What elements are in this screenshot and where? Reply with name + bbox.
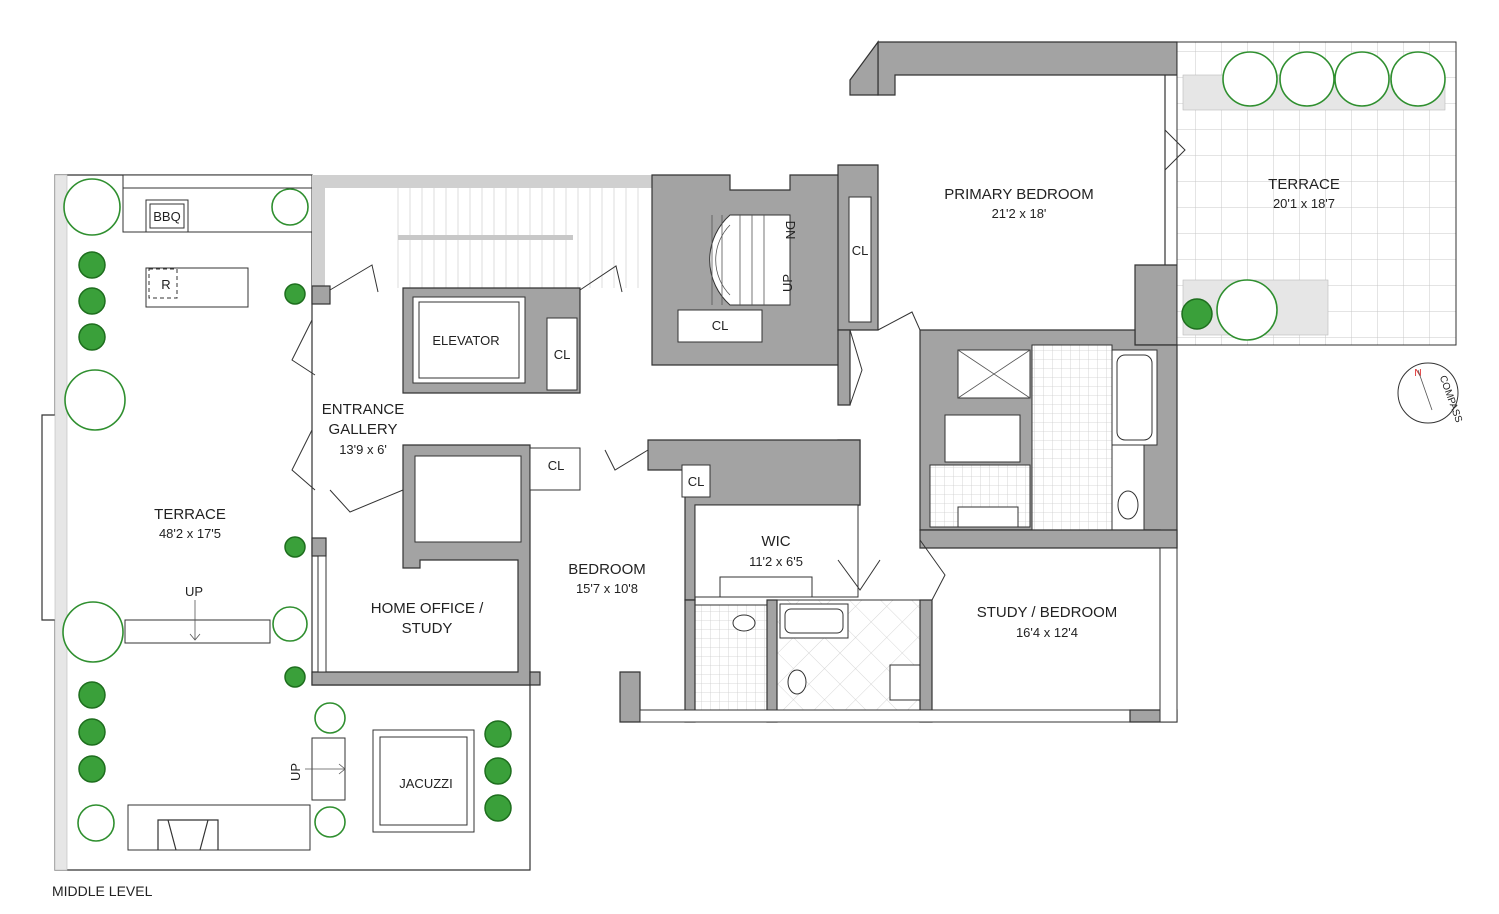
wic-size: 11'2 x 6'5 bbox=[749, 554, 803, 569]
primary-closet-label: CL bbox=[852, 243, 869, 258]
terrace-left-size: 48'2 x 17'5 bbox=[159, 526, 221, 541]
stair-closet-label: CL bbox=[712, 318, 729, 333]
bedroom-size: 15'7 x 10'8 bbox=[576, 581, 638, 596]
wic-name: WIC bbox=[761, 533, 790, 550]
doors bbox=[291, 129, 1186, 601]
secondary-baths bbox=[694, 599, 923, 711]
main-stair bbox=[312, 175, 652, 288]
jacuzzi-steps-up-label: UP bbox=[288, 763, 303, 781]
bedroom-closet-label: CL bbox=[548, 458, 565, 473]
kitchen-island: R bbox=[145, 267, 249, 308]
terrace-left: BBQ R UP UP JACUZZI TERRACE 48'2 x 17'5 bbox=[41, 174, 531, 871]
study-bedroom-size: 16'4 x 12'4 bbox=[1016, 625, 1078, 640]
terrace-right-name: TERRACE bbox=[1268, 176, 1340, 193]
terrace-right: TERRACE 20'1 x 18'7 bbox=[1176, 41, 1457, 346]
spiral-stair: CL DN UP bbox=[651, 174, 841, 366]
jacuzzi-label: JACUZZI bbox=[399, 776, 452, 791]
walk-in-closet: WIC 11'2 x 6'5 bbox=[694, 504, 859, 598]
terrace-right-size: 20'1 x 18'7 bbox=[1273, 196, 1335, 211]
terrace-left-name: TERRACE bbox=[154, 506, 226, 523]
home-office: HOME OFFICE / STUDY bbox=[311, 444, 531, 686]
fireplace bbox=[127, 804, 311, 851]
planting bbox=[62, 178, 512, 842]
bbq-label: BBQ bbox=[153, 209, 180, 224]
plan-title: MIDDLE LEVEL bbox=[52, 883, 153, 899]
jacuzzi: JACUZZI bbox=[372, 729, 475, 833]
elevator-label: ELEVATOR bbox=[432, 333, 499, 348]
home-office-name-1: HOME OFFICE / bbox=[371, 600, 484, 617]
home-office-name-2: STUDY bbox=[402, 620, 453, 637]
elevator-shaft: ELEVATOR CL bbox=[402, 287, 581, 394]
jacuzzi-steps: UP bbox=[288, 737, 346, 801]
bbq-grill: BBQ bbox=[145, 199, 189, 233]
terrace-steps: UP bbox=[124, 584, 271, 644]
study-bedroom-name: STUDY / BEDROOM bbox=[977, 604, 1118, 621]
entrance-gallery-size: 13'9 x 6' bbox=[339, 442, 387, 457]
bedroom-name: BEDROOM bbox=[568, 561, 646, 578]
north-label: N bbox=[1414, 368, 1421, 379]
compass-icon: N COMPASS bbox=[1397, 362, 1464, 424]
primary-bedroom-name: PRIMARY BEDROOM bbox=[944, 186, 1093, 203]
primary-bedroom: CL PRIMARY BEDROOM 21'2 x 18' bbox=[837, 40, 1178, 346]
closet-label: CL bbox=[554, 347, 571, 362]
entrance-gallery-name-1: ENTRANCE bbox=[322, 401, 405, 418]
stair-up-label: UP bbox=[780, 274, 795, 292]
steps-up-label: UP bbox=[185, 584, 203, 599]
stair-down-label: DN bbox=[783, 221, 798, 240]
primary-bath bbox=[919, 329, 1178, 549]
hall-closet-label: CL bbox=[688, 474, 705, 489]
entrance-gallery-name-2: GALLERY bbox=[329, 421, 398, 438]
refrigerator-label: R bbox=[161, 277, 170, 292]
primary-bedroom-size: 21'2 x 18' bbox=[992, 206, 1047, 221]
